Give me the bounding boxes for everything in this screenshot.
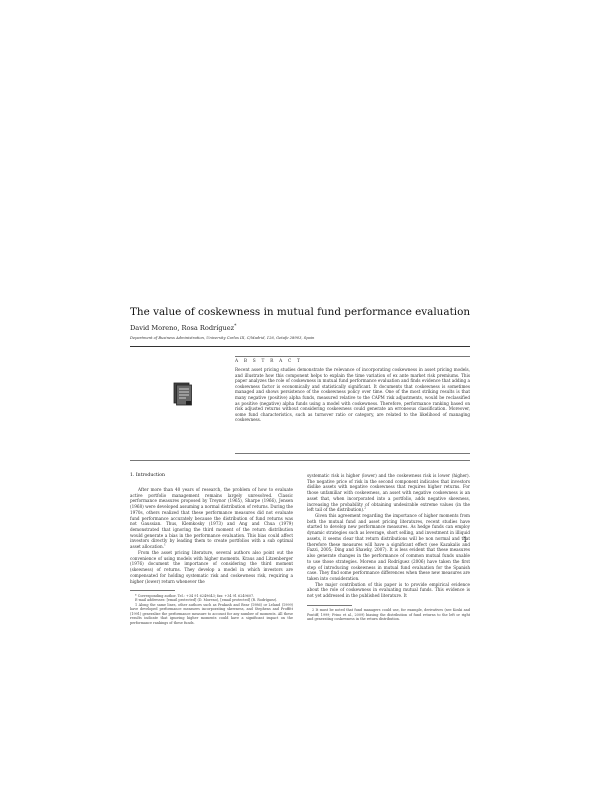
introduction-heading: 1. Introduction <box>130 473 165 478</box>
abstract-text: Recent asset pricing studies demonstrate… <box>235 367 470 423</box>
footnote: E-mail addresses: [email protected] (D. … <box>135 598 278 603</box>
footnote-mark: 1 <box>164 542 166 547</box>
page-number: 1 <box>463 536 468 544</box>
header-rule <box>130 346 470 347</box>
body-paragraph: Given this agreement regarding the impor… <box>307 513 470 581</box>
article-authors: David Moreno, Rosa Rodríguez* <box>130 324 470 333</box>
footnote-mark: 2 <box>364 505 367 510</box>
right-footnotes: 2 It must be noted that fund managers co… <box>307 608 470 622</box>
abstract-bottom-rule <box>235 453 470 454</box>
body-top-rule <box>130 460 470 461</box>
footnote: 2 It must be noted that fund managers co… <box>307 608 470 622</box>
body-paragraph: The major contribution of this paper is … <box>307 581 470 599</box>
body-paragraph: After more than 40 years of research, th… <box>130 487 293 550</box>
document-icon <box>173 382 192 406</box>
article-title: The value of coskewness in mutual fund p… <box>130 306 471 318</box>
author-names: David Moreno, Rosa Rodríguez <box>130 324 235 332</box>
corresponding-author-mark: * <box>234 323 237 329</box>
footnote: * Corresponding author. Tel.: +34 91 624… <box>135 593 255 598</box>
left-column: 1. Introduction After more than 40 years… <box>130 473 293 625</box>
footnote-rule <box>130 590 175 591</box>
author-affiliation: Department of Business Administration, U… <box>130 336 315 340</box>
right-column: systematic risk is higher (lower) and th… <box>307 473 470 622</box>
abstract-heading: A B S T R A C T <box>235 359 303 364</box>
abstract-top-rule <box>235 356 470 357</box>
footnote-rule <box>307 604 352 606</box>
body-paragraph: From the asset pricing literature, sever… <box>130 549 293 584</box>
footnote: 1 Along the same lines, other authors su… <box>130 602 293 625</box>
body-paragraph: systematic risk is higher (lower) and th… <box>307 473 470 513</box>
left-footnotes: * Corresponding author. Tel.: +34 91 624… <box>130 594 293 626</box>
